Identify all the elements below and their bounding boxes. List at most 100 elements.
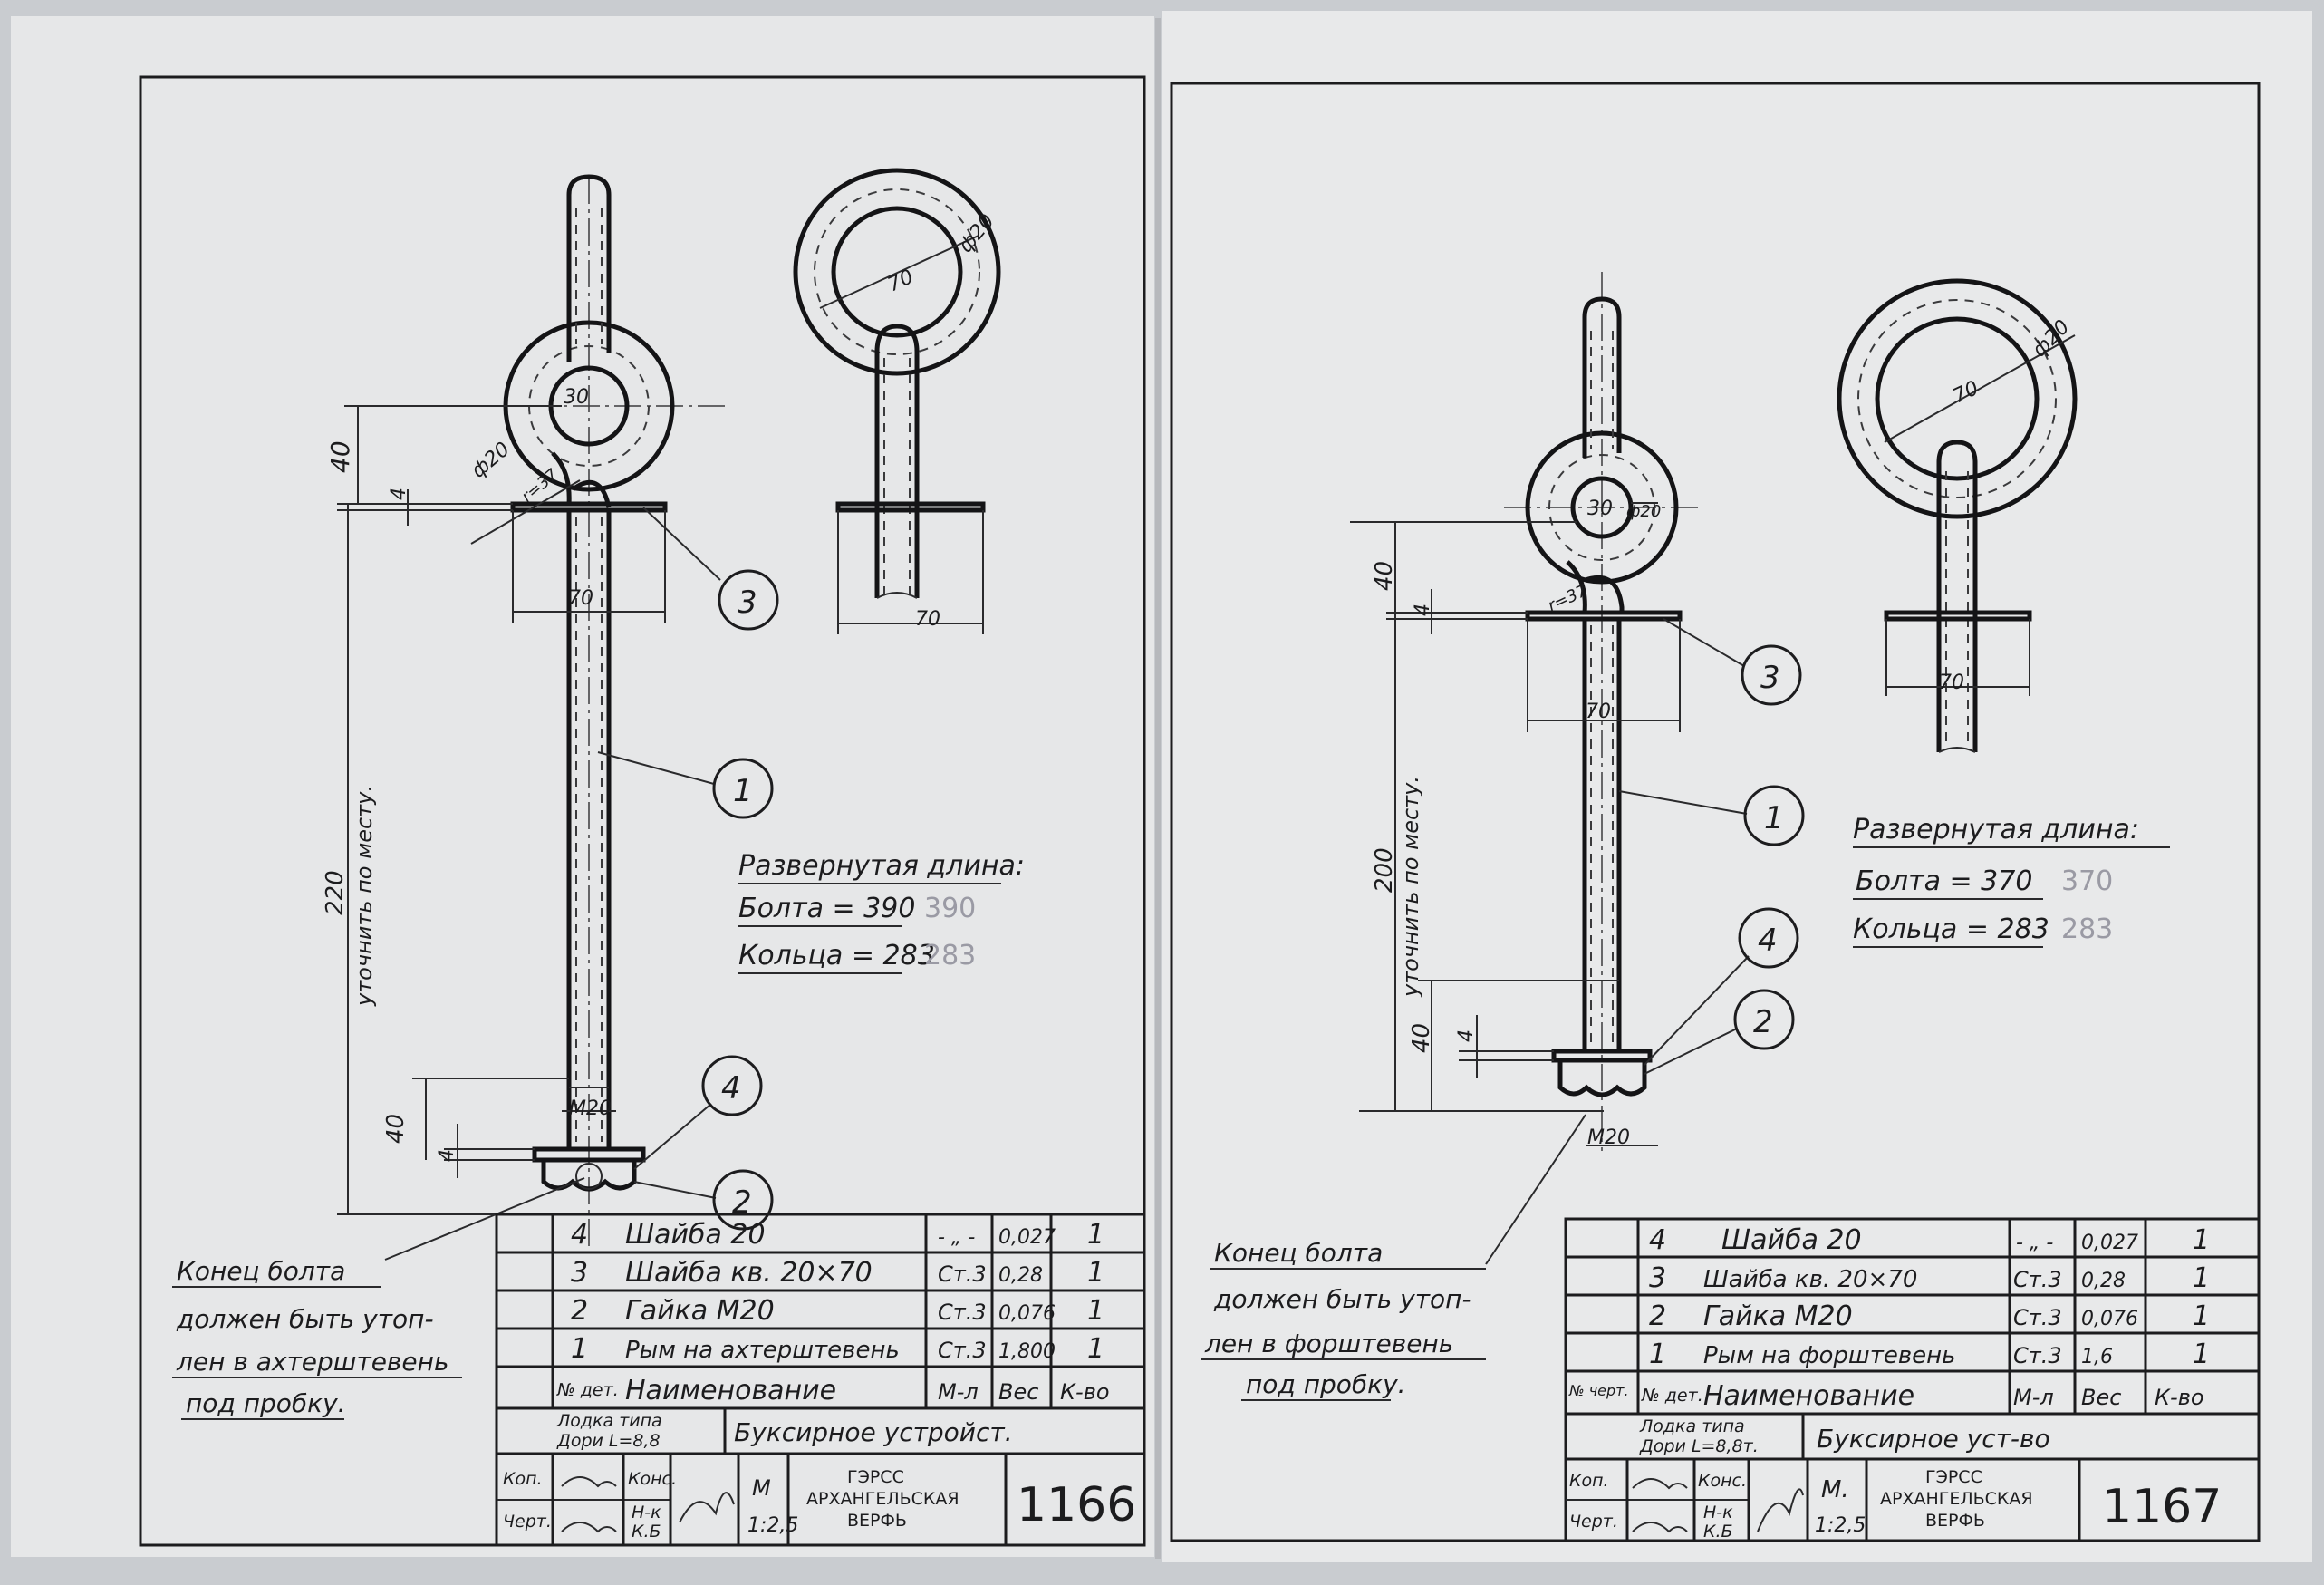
balloons-right: 3 1 4 2 xyxy=(1618,618,1805,1075)
dim-4-top: 4 xyxy=(388,488,410,500)
tb-header-name: Наименование xyxy=(1703,1380,1914,1412)
tb-org-2: АРХАНГЕЛЬСКАЯ xyxy=(1880,1489,2033,1509)
dim-220: 220 xyxy=(322,870,349,915)
dim-4-top: 4 xyxy=(1412,604,1434,616)
tb-org-2: АРХАНГЕЛЬСКАЯ xyxy=(806,1489,959,1509)
note-line-2: должен быть утоп- xyxy=(176,1304,434,1334)
tb-nk-2: К.Б xyxy=(632,1522,661,1542)
developed-length-left: Развернутая длина: Болта = 390 390 Кольц… xyxy=(738,850,1025,974)
note-line-4: под пробку. xyxy=(1246,1369,1406,1399)
tb-row3-mat: Ст.3 xyxy=(2013,1267,2062,1292)
tb-header-wt: Вес xyxy=(2081,1385,2121,1410)
tb-row3-name: Шайба кв. 20×70 xyxy=(625,1257,873,1289)
tb-row4-name: Шайба 20 xyxy=(1721,1224,1862,1256)
balloon-1: 1 xyxy=(733,773,753,809)
tb-row2-name: Гайка М20 xyxy=(1703,1300,1853,1332)
tb-boat-2: Дори L=8,8 xyxy=(556,1431,661,1451)
tb-scale: 1:2,5 xyxy=(747,1514,798,1537)
sheet-right: 70 70 ф20 40 4 70 30 ф20 r=37 xyxy=(1201,272,2261,1542)
dim-ring-washer-70: 70 xyxy=(1939,672,1964,694)
dim-utochnit: уточнить по месту. xyxy=(1398,776,1423,998)
tb-row1-name: Рым на форштевень xyxy=(1703,1342,1956,1369)
ring-front-view: 70 70 ф20 xyxy=(1837,278,2078,753)
dim-4-bot: 4 xyxy=(1455,1029,1478,1042)
tb-row2-wt: 0,076 xyxy=(2081,1308,2138,1330)
tb-row3-name: Шайба кв. 20×70 xyxy=(1703,1266,1917,1293)
dim-4-bot: 4 xyxy=(436,1149,458,1162)
tb-header-no: № дет. xyxy=(1641,1386,1703,1406)
tb-row4-name: Шайба 20 xyxy=(625,1219,766,1251)
tb-row1-no: 1 xyxy=(571,1333,588,1365)
tb-row1-mat: Ст.3 xyxy=(2013,1343,2062,1368)
balloon-2: 2 xyxy=(732,1184,752,1221)
tb-scale: 1:2,5 xyxy=(1815,1514,1866,1537)
tb-row4-wt: 0,027 xyxy=(2081,1232,2138,1254)
dev-bolt-pencil: 370 xyxy=(2061,865,2113,897)
note-line-2: должен быть утоп- xyxy=(1213,1284,1471,1314)
tb-row3-mat: Ст.3 xyxy=(938,1261,987,1287)
dev-ring-pencil: 283 xyxy=(924,940,976,971)
dim-40-bot: 40 xyxy=(382,1114,410,1144)
note-line-3: лен в форштевень xyxy=(1204,1329,1453,1358)
dev-title: Развернутая длина: xyxy=(738,850,1025,882)
paper-left xyxy=(11,16,1154,1557)
tb-row1-qty: 1 xyxy=(1087,1333,1104,1365)
tb-row4-no: 4 xyxy=(1649,1224,1666,1256)
tb-nk-2: К.Б xyxy=(1703,1522,1733,1542)
tb-row4-no: 4 xyxy=(571,1219,588,1251)
note-line-4: под пробку. xyxy=(186,1388,346,1418)
dim-m20: М20 xyxy=(569,1097,612,1120)
tb-row4-mat: - „ - xyxy=(938,1226,975,1249)
title-block-right: 4 Шайба 20 - „ - 0,027 1 3 Шайба кв. 20×… xyxy=(1564,1217,2261,1542)
tb-row4-qty: 1 xyxy=(1087,1219,1104,1251)
drawing-number: 1167 xyxy=(2102,1480,2222,1534)
tb-row1-wt: 1,6 xyxy=(2081,1346,2113,1368)
dim-ring-washer-70: 70 xyxy=(915,608,940,631)
tb-nk-1: Н-к xyxy=(1703,1503,1733,1522)
tb-header-wt: Вес xyxy=(998,1379,1038,1405)
balloon-1: 1 xyxy=(1764,800,1784,836)
tb-row1-name: Рым на ахтерштевень xyxy=(625,1337,900,1364)
tb-nk-1: Н-к xyxy=(632,1503,661,1522)
dim-40-top: 40 xyxy=(325,440,355,473)
tb-row3-wt: 0,28 xyxy=(998,1264,1043,1287)
paper-right xyxy=(1162,11,2312,1562)
tb-title: Буксирное устройст. xyxy=(734,1417,1013,1447)
title-block-left: 4 Шайба 20 - „ - 0,027 1 3 Шайба кв. 20×… xyxy=(495,1213,1146,1547)
note-left: Конец болта должен быть утоп- лен в ахте… xyxy=(172,1177,585,1420)
tb-row4-mat: - „ - xyxy=(2016,1232,2053,1254)
dev-title: Развернутая длина: xyxy=(1853,814,2139,846)
tb-row3-no: 3 xyxy=(571,1257,588,1289)
tb-kop: Коп. xyxy=(1569,1471,1609,1491)
tb-header-qty: К-во xyxy=(2155,1385,2204,1410)
tb-chert: Черт. xyxy=(1569,1512,1618,1532)
dim-40-bot: 40 xyxy=(1408,1023,1435,1053)
tb-m-label: М. xyxy=(1821,1476,1849,1503)
tb-header-no: № дет. xyxy=(556,1380,619,1400)
tb-org-1: ГЭРСС xyxy=(847,1467,904,1487)
note-line-3: лен в ахтерштевень xyxy=(176,1347,448,1377)
tb-boat-1: Лодка типа xyxy=(1639,1416,1745,1436)
tb-row2-name: Гайка М20 xyxy=(625,1295,775,1327)
tb-row1-qty: 1 xyxy=(2193,1339,2210,1370)
developed-length-right: Развернутая длина: Болта = 370 370 Кольц… xyxy=(1853,814,2170,948)
eye-bolt-side-view xyxy=(1504,272,1703,1151)
tb-chert: Черт. xyxy=(503,1512,552,1532)
tb-org-1: ГЭРСС xyxy=(1925,1467,1982,1487)
dim-200: 200 xyxy=(1371,847,1398,893)
dim-70-washer: 70 xyxy=(1586,701,1611,723)
tb-org-3: ВЕРФЬ xyxy=(847,1511,907,1531)
tb-row2-qty: 1 xyxy=(1087,1295,1104,1327)
dim-30: 30 xyxy=(564,386,589,409)
tb-title: Буксирное уст-во xyxy=(1817,1424,2050,1454)
dev-ring-pencil: 283 xyxy=(2061,913,2113,945)
dim-utochnit: уточнить по месту. xyxy=(352,785,377,1007)
tb-row3-no: 3 xyxy=(1649,1262,1666,1294)
tb-m-label: М xyxy=(752,1475,771,1501)
balloon-2: 2 xyxy=(1753,1004,1773,1040)
tb-row2-mat: Ст.3 xyxy=(2013,1305,2062,1330)
tb-row3-qty: 1 xyxy=(1087,1257,1104,1289)
tb-header-name: Наименование xyxy=(625,1375,836,1406)
balloon-3: 3 xyxy=(738,585,757,621)
